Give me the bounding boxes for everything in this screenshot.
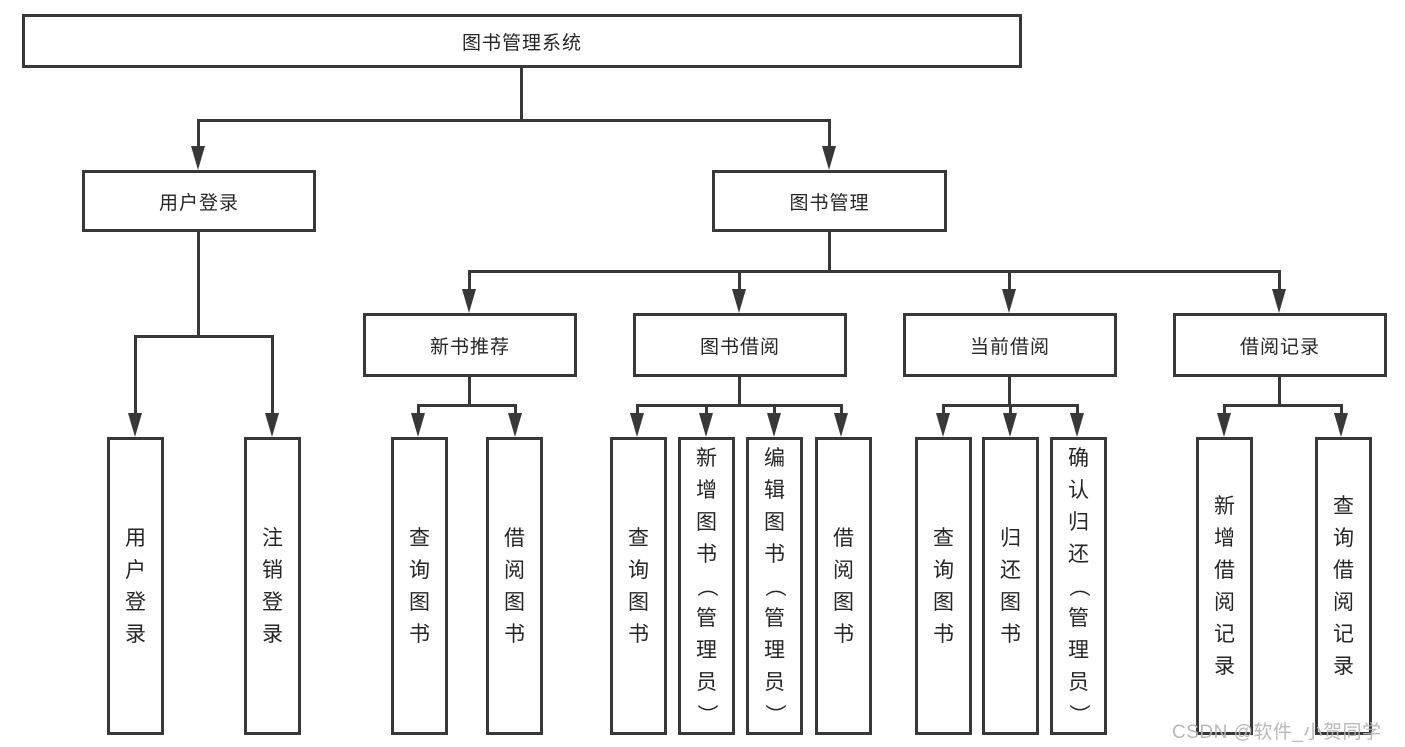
connector-bookmgmt-rail — [468, 270, 1281, 273]
connector-borrow-drop-4 — [840, 404, 843, 416]
leaf-borrow-books: 借阅图书 — [815, 437, 872, 735]
connector-borrow-drop-2 — [705, 404, 708, 416]
connector-current-drop-1 — [942, 404, 945, 416]
connector-borrow-stem — [738, 377, 741, 407]
arrow-down-icon — [1334, 413, 1348, 437]
leaf-borrow-books-label: 借阅图书 — [833, 526, 854, 646]
leaf-confirm-return-admin-label: 确认归还（管理员） — [1067, 446, 1090, 725]
leaf-query-borrow-record: 查询借阅记录 — [1315, 437, 1372, 735]
leaf-user-login-label: 用户登录 — [125, 526, 146, 646]
arrow-down-icon — [1070, 413, 1084, 437]
leaf-add-borrow-record-label: 新增借阅记录 — [1214, 494, 1235, 678]
connector-root-drop-right — [828, 119, 831, 151]
node-new-book-recommend: 新书推荐 — [363, 313, 577, 377]
connector-borrow-drop-3 — [773, 404, 776, 416]
connector-newbook-stem — [468, 377, 471, 407]
node-user-login: 用户登录 — [82, 170, 316, 232]
leaf-confirm-return-admin: 确认归还（管理员） — [1050, 437, 1107, 735]
leaf-query-books-recommend: 查询图书 — [391, 437, 448, 735]
connector-bookmgmt-drop-2 — [738, 270, 741, 293]
connector-borrow-drop-1 — [636, 404, 639, 416]
arrow-down-icon — [767, 413, 781, 437]
arrow-down-icon — [834, 413, 848, 437]
node-new-book-recommend-label: 新书推荐 — [429, 336, 510, 358]
leaf-return-books: 归还图书 — [982, 437, 1039, 735]
leaf-edit-books-admin-label: 编辑图书（管理员） — [763, 446, 786, 725]
connector-bookmgmt-stem — [828, 232, 831, 273]
connector-records-stem — [1278, 377, 1281, 407]
arrow-down-icon — [265, 413, 279, 437]
node-book-borrowing-label: 图书借阅 — [699, 336, 780, 358]
connector-records-drop-2 — [1340, 404, 1343, 416]
leaf-logout: 注销登录 — [244, 437, 301, 735]
arrow-down-icon — [1002, 289, 1016, 313]
arrow-down-icon — [1217, 413, 1231, 437]
arrow-down-icon — [936, 413, 950, 437]
arrow-down-icon — [732, 289, 746, 313]
arrow-down-icon — [411, 413, 425, 437]
node-library-system-label: 图书管理系统 — [461, 32, 582, 54]
connector-current-drop-3 — [1076, 404, 1079, 416]
leaf-borrow-books-recommend: 借阅图书 — [486, 437, 543, 735]
leaf-edit-books-admin: 编辑图书（管理员） — [746, 437, 803, 735]
connector-bookmgmt-drop-4 — [1278, 270, 1281, 293]
connector-root-rail — [197, 119, 831, 122]
arrow-down-icon — [128, 413, 142, 437]
node-book-management-label: 图书管理 — [789, 192, 870, 214]
arrow-down-icon — [508, 413, 522, 437]
leaf-query-books-borrow-label: 查询图书 — [628, 526, 649, 646]
connector-userlogin-stem — [197, 232, 200, 338]
node-book-borrowing: 图书借阅 — [633, 313, 847, 377]
connector-records-drop-1 — [1223, 404, 1226, 416]
node-current-borrowing: 当前借阅 — [903, 313, 1117, 377]
connector-userlogin-drop-left — [134, 335, 137, 416]
connector-newbook-drop-2 — [514, 404, 517, 416]
node-user-login-label: 用户登录 — [158, 192, 239, 214]
leaf-query-books-current: 查询图书 — [915, 437, 972, 735]
node-current-borrowing-label: 当前借阅 — [969, 336, 1050, 358]
connector-userlogin-drop-right — [271, 335, 274, 416]
connector-root-drop-left — [197, 119, 200, 151]
leaf-add-books-admin-label: 新增图书（管理员） — [695, 446, 718, 725]
connector-current-stem — [1008, 377, 1011, 407]
leaf-return-books-label: 归还图书 — [1000, 526, 1021, 646]
leaf-user-login: 用户登录 — [107, 437, 164, 735]
arrow-down-icon — [1272, 289, 1286, 313]
connector-newbook-drop-1 — [417, 404, 420, 416]
connector-root-stem — [520, 68, 523, 122]
arrow-down-icon — [699, 413, 713, 437]
leaf-borrow-books-recommend-label: 借阅图书 — [504, 526, 525, 646]
leaf-query-books-current-label: 查询图书 — [933, 526, 954, 646]
leaf-query-books-borrow: 查询图书 — [610, 437, 667, 735]
connector-borrow-rail — [636, 404, 843, 407]
node-borrowing-records: 借阅记录 — [1173, 313, 1387, 377]
csdn-watermark: CSDN @软件_小贺同学 — [1172, 722, 1382, 743]
connector-newbook-rail — [417, 404, 517, 407]
connector-current-drop-2 — [1009, 404, 1012, 416]
arrow-down-icon — [1003, 413, 1017, 437]
leaf-add-books-admin: 新增图书（管理员） — [678, 437, 735, 735]
connector-records-rail — [1223, 404, 1343, 407]
node-book-management: 图书管理 — [712, 170, 947, 232]
leaf-query-borrow-record-label: 查询借阅记录 — [1333, 494, 1354, 678]
leaf-logout-label: 注销登录 — [262, 526, 283, 646]
connector-bookmgmt-drop-3 — [1008, 270, 1011, 293]
arrow-down-icon — [462, 289, 476, 313]
node-library-system: 图书管理系统 — [22, 14, 1022, 68]
arrow-down-icon — [191, 146, 205, 170]
connector-bookmgmt-drop-1 — [468, 270, 471, 293]
node-borrowing-records-label: 借阅记录 — [1239, 336, 1320, 358]
connector-userlogin-rail — [134, 335, 274, 338]
leaf-query-books-recommend-label: 查询图书 — [409, 526, 430, 646]
leaf-add-borrow-record: 新增借阅记录 — [1196, 437, 1253, 735]
arrow-down-icon — [822, 146, 836, 170]
arrow-down-icon — [630, 413, 644, 437]
